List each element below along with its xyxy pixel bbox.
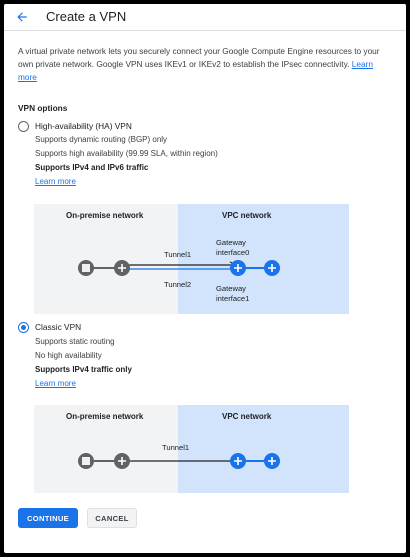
option-title-classic-vpn[interactable]: Classic VPN xyxy=(35,322,82,332)
tunnel2-label: Tunnel2 xyxy=(164,280,192,289)
option-feature: Supports dynamic routing (BGP) only xyxy=(35,135,168,144)
gateway-interface1-label: Gateway interface1 xyxy=(216,284,250,303)
classic-vpn-diagram: On-premise network VPC network Tunnel1 xyxy=(34,405,349,493)
vpc-title: VPC network xyxy=(222,412,272,421)
ha-vpn-connection-graphic xyxy=(78,260,280,276)
intro-paragraph: A virtual private network lets you secur… xyxy=(18,45,394,84)
arrow-back-icon xyxy=(17,12,27,22)
vpn-options-label: VPN options xyxy=(18,103,68,113)
vpc-title: VPC network xyxy=(222,211,272,220)
option-traffic: Supports IPv4 traffic only xyxy=(35,365,132,374)
classic-vpn-learn-more-link[interactable]: Learn more xyxy=(35,379,76,388)
onprem-pane xyxy=(34,405,178,493)
intro-text: A virtual private network lets you secur… xyxy=(18,46,380,69)
option-title-ha-vpn[interactable]: High-availability (HA) VPN xyxy=(35,121,132,131)
create-vpn-panel: Create a VPN A virtual private network l… xyxy=(4,4,406,553)
radio-classic-vpn[interactable] xyxy=(18,322,29,333)
gateway-interface0-label: Gateway interface0 xyxy=(216,238,250,257)
page-title: Create a VPN xyxy=(46,9,127,24)
radio-ha-vpn[interactable] xyxy=(18,121,29,132)
cancel-button[interactable]: CANCEL xyxy=(87,508,137,528)
intro-learn-more-link[interactable]: Learn more xyxy=(18,59,373,82)
onprem-pane xyxy=(34,204,178,314)
option-feature: Supports static routing xyxy=(35,337,115,346)
tunnel1-label: Tunnel1 xyxy=(164,250,192,259)
option-feature: Supports high availability (99.99 SLA, w… xyxy=(35,149,218,158)
option-feature: No high availability xyxy=(35,351,102,360)
vpc-pane xyxy=(178,204,349,314)
tunnel1-label: Tunnel1 xyxy=(162,443,190,452)
vpc-pane xyxy=(178,405,349,493)
page-header: Create a VPN xyxy=(4,4,406,31)
onprem-title: On-premise network xyxy=(66,211,144,220)
ha-vpn-diagram: On-premise network VPC network Tunnel1 T… xyxy=(34,204,349,314)
continue-button[interactable]: CONTINUE xyxy=(18,508,78,528)
onprem-title: On-premise network xyxy=(66,412,144,421)
option-traffic: Supports IPv4 and IPv6 traffic xyxy=(35,163,149,172)
classic-vpn-connection-graphic xyxy=(78,453,280,469)
back-button[interactable] xyxy=(12,7,32,27)
ha-vpn-learn-more-link[interactable]: Learn more xyxy=(35,177,76,186)
